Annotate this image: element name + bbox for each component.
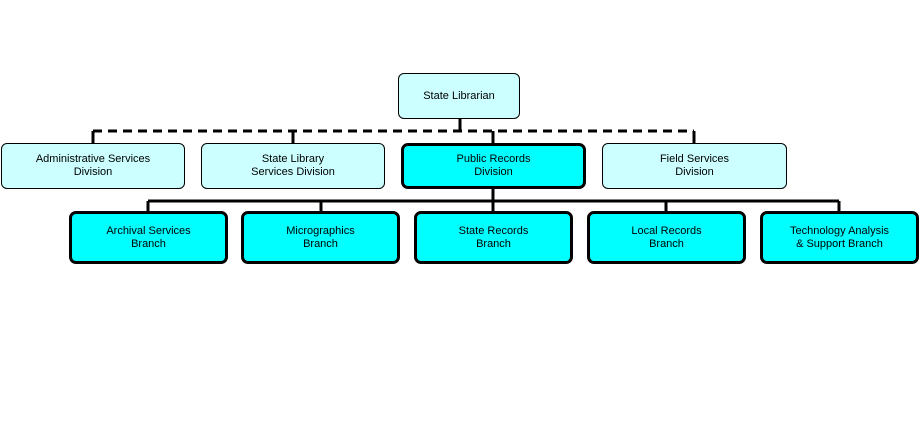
node-technology-analysis-support-branch: Technology Analysis & Support Branch bbox=[760, 211, 919, 264]
node-state-librarian: State Librarian bbox=[398, 73, 520, 119]
node-label: Archival Services Branch bbox=[106, 224, 191, 250]
node-label: Public Records Division bbox=[456, 153, 531, 178]
node-state-records-branch: State Records Branch bbox=[414, 211, 573, 264]
node-label: State Librarian bbox=[423, 89, 495, 102]
node-label: Technology Analysis & Support Branch bbox=[789, 224, 890, 250]
node-label: State Records Branch bbox=[458, 224, 529, 250]
node-administrative-services-division: Administrative Services Division bbox=[1, 143, 185, 189]
node-archival-services-branch: Archival Services Branch bbox=[69, 211, 228, 264]
node-label: Local Records Branch bbox=[631, 224, 702, 250]
node-public-records-division: Public Records Division bbox=[401, 143, 586, 189]
node-label: Micrographics Branch bbox=[286, 224, 355, 250]
node-label: Field Services Division bbox=[659, 153, 730, 178]
node-state-library-services-division: State Library Services Division bbox=[201, 143, 385, 189]
node-label: Administrative Services Division bbox=[35, 153, 151, 178]
node-micrographics-branch: Micrographics Branch bbox=[241, 211, 400, 264]
node-field-services-division: Field Services Division bbox=[602, 143, 787, 189]
node-label: State Library Services Division bbox=[251, 153, 335, 178]
node-local-records-branch: Local Records Branch bbox=[587, 211, 746, 264]
